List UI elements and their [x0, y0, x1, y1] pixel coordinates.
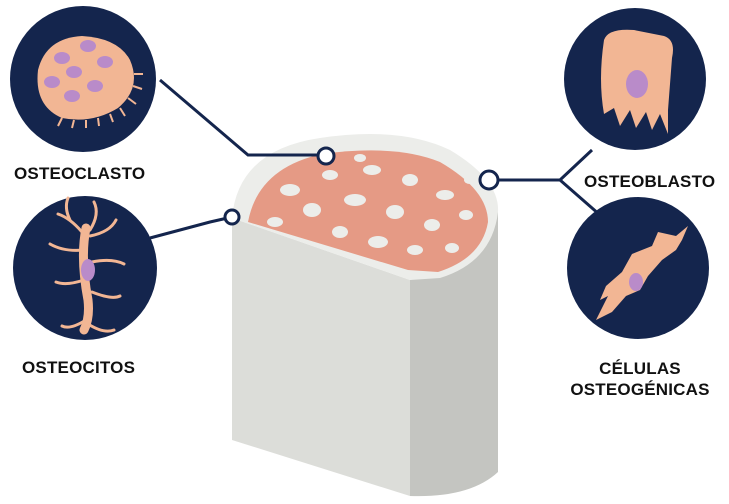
- connector-dot-osteocitos: [225, 210, 239, 224]
- connector-dot-osteoblasto: [480, 171, 498, 189]
- bone-cross-section: [232, 134, 498, 496]
- label-osteoblasto: OSTEOBLASTO: [584, 171, 715, 192]
- label-osteoclasto: OSTEOCLASTO: [14, 163, 145, 184]
- connector-osteoblasto: [489, 150, 592, 180]
- osteoclasto-circle: [10, 6, 156, 152]
- label-celulas-line2: OSTEOGÉNICAS: [570, 379, 710, 400]
- osteoblasto-circle: [564, 8, 706, 150]
- connector-dot-osteoclasto: [318, 148, 334, 164]
- label-osteocitos: OSTEOCITOS: [22, 357, 135, 378]
- label-celulas-osteogenicas: CÉLULAS OSTEOGÉNICAS: [570, 358, 710, 400]
- connector-osteocitos: [150, 217, 232, 238]
- label-celulas-line1: CÉLULAS: [570, 358, 710, 379]
- celulas-osteogenicas-circle: [567, 197, 709, 339]
- osteocitos-circle: [13, 196, 157, 340]
